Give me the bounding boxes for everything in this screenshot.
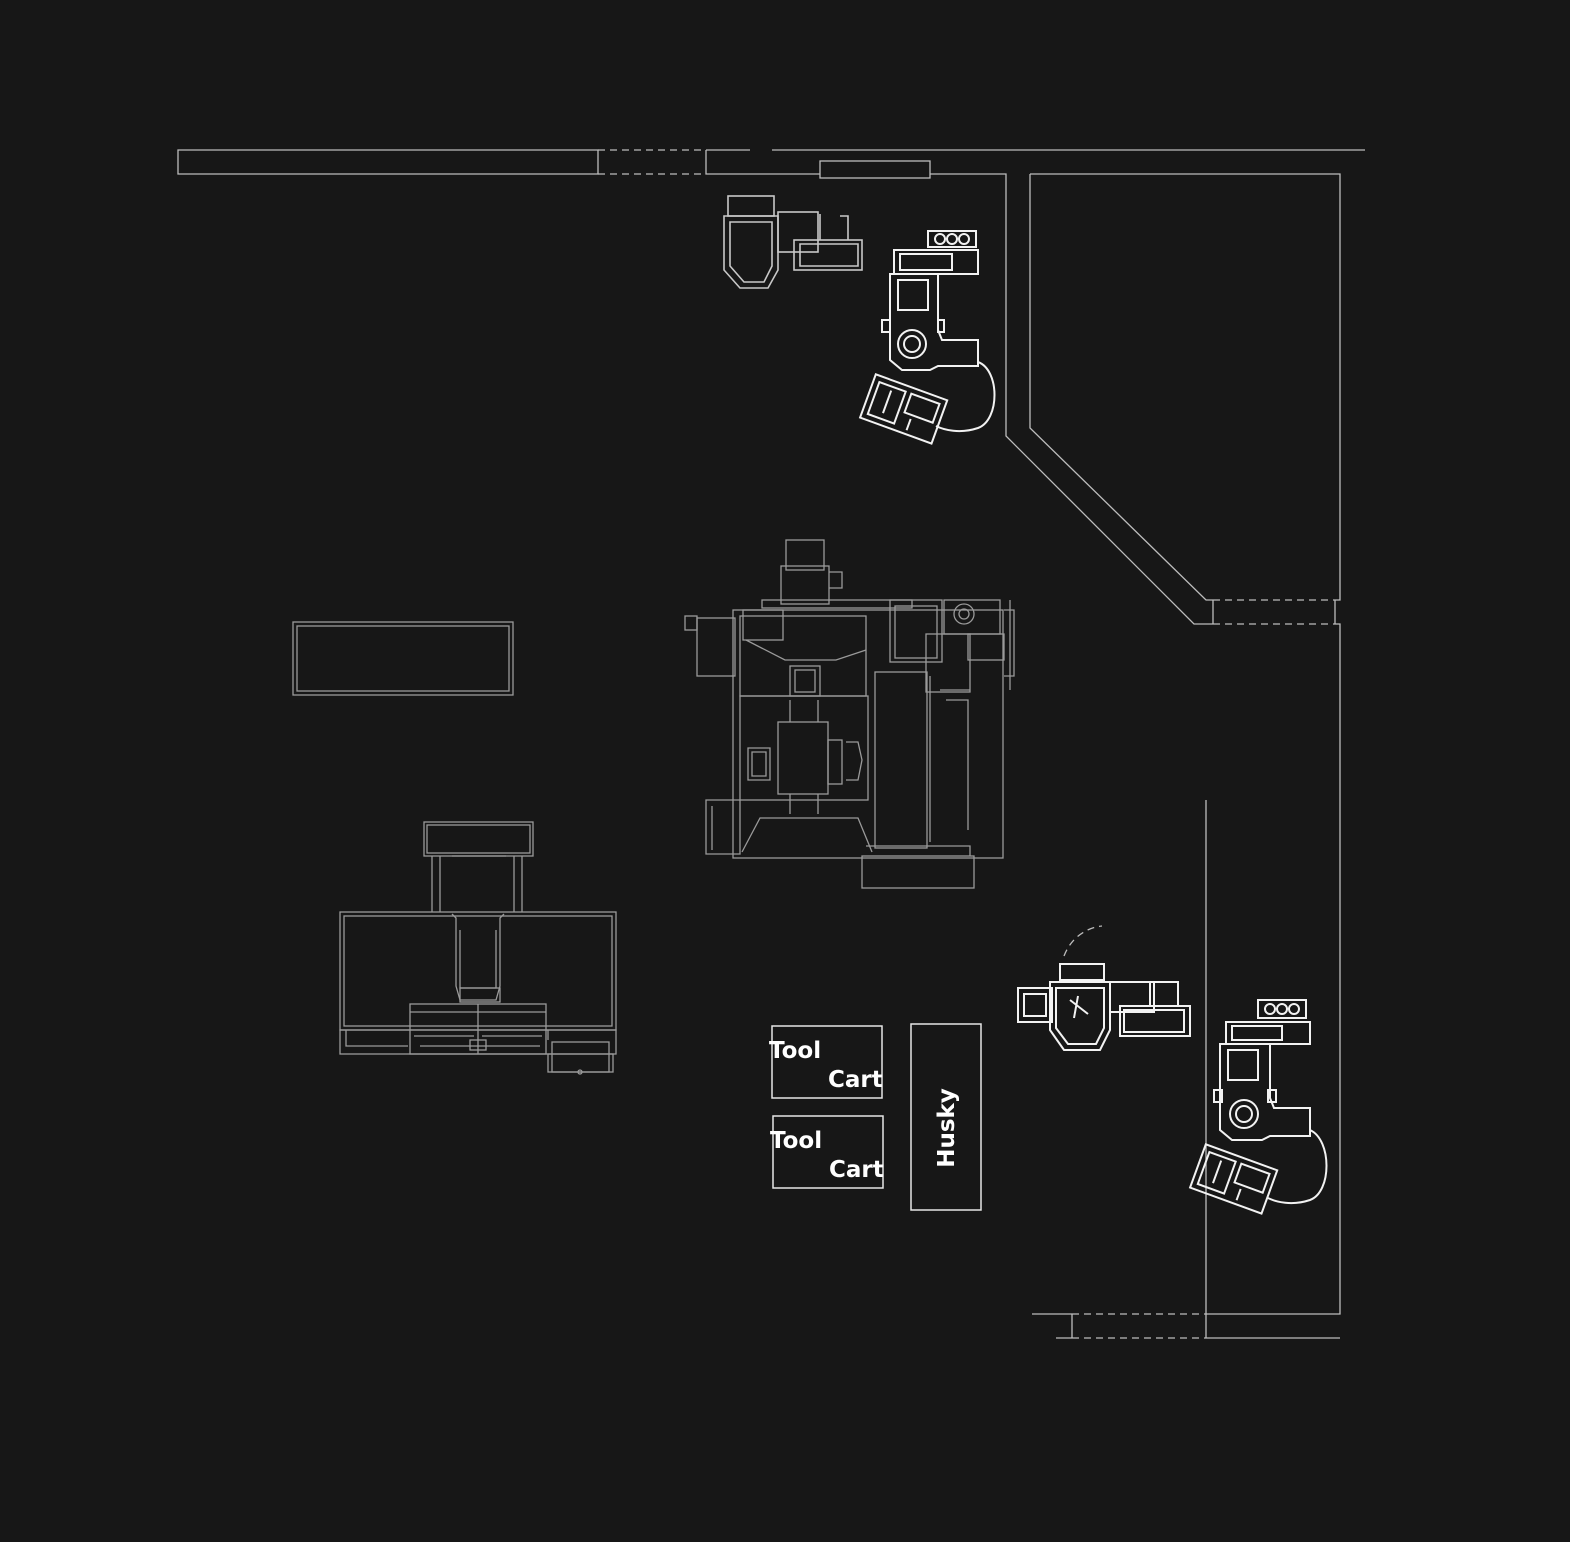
robot-arm-top-right: [858, 230, 996, 445]
wall-top-right: [705, 149, 1365, 175]
robot-arm-top-left: [723, 195, 863, 289]
husky-label: Husky: [934, 1088, 960, 1168]
room-top-right: [1029, 173, 1341, 601]
tool-cart-1-label-line2: Cart: [828, 1067, 883, 1093]
tool-cart-2-label-line2: Cart: [829, 1157, 884, 1183]
doorway-right: [1213, 599, 1335, 625]
window-top: [819, 160, 931, 179]
robot-arm-bottom-left: [1017, 925, 1191, 1051]
robot-arm-bottom-right: [1188, 999, 1328, 1215]
walls: [177, 149, 1365, 1339]
doorway-bottom: [1072, 1313, 1206, 1339]
doorway-top: [598, 149, 706, 175]
workbench: [292, 621, 514, 696]
wall-room-right: [1205, 623, 1341, 1338]
husky-cabinet: Husky: [910, 1023, 982, 1211]
machine-left: [339, 821, 617, 1075]
tool-cart-2: Tool Cart: [770, 1115, 884, 1189]
machine-center: [684, 539, 1015, 889]
tool-cart-2-label-line1: Tool: [770, 1128, 822, 1154]
tool-cart-1: Tool Cart: [769, 1025, 883, 1099]
tool-cart-1-label-line1: Tool: [769, 1038, 821, 1064]
door-jambs: [1212, 600, 1336, 624]
wall-bottom: [1032, 1313, 1340, 1339]
wall-corridor-left: [930, 173, 1213, 625]
wall-top-left: [177, 149, 599, 175]
